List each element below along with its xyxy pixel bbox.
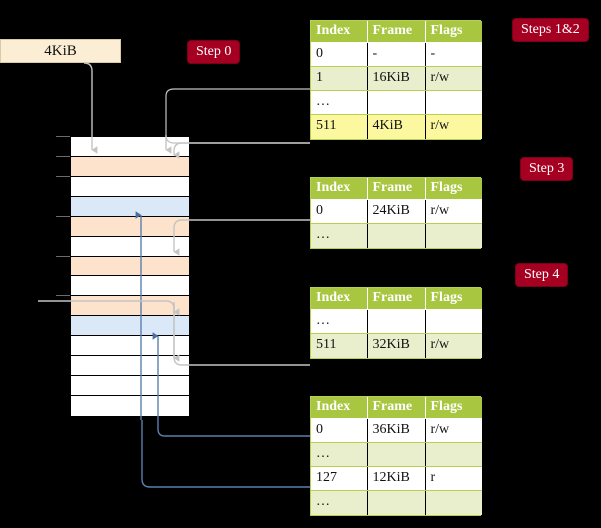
column-header-frame: Frame — [367, 288, 426, 310]
column-header-frame: Frame — [367, 178, 426, 200]
cell-flags — [425, 442, 482, 467]
column-header-index: Index — [311, 397, 368, 419]
cell-index: 1 — [311, 66, 368, 91]
cell-flags — [425, 223, 482, 248]
step-label-step-4: Step 4 — [516, 264, 568, 286]
cell-flags — [425, 309, 482, 334]
cell-index: 0 — [311, 418, 368, 443]
cell-frame — [367, 90, 426, 115]
cell-index: 127 — [311, 466, 368, 491]
cell-frame — [367, 309, 426, 334]
wire-step-4-b-row127 — [141, 420, 310, 488]
memory-frame-row — [71, 156, 189, 177]
memory-frame-row — [71, 296, 189, 317]
memory-frame-row — [71, 316, 189, 337]
memory-frame-row — [71, 396, 189, 416]
table-row: … — [311, 309, 482, 334]
cell-frame: - — [367, 42, 426, 67]
step-0-text: Step 0 — [196, 44, 232, 59]
step-4-text: Step 4 — [524, 267, 560, 282]
cell-flags: r/w — [425, 418, 482, 443]
table-row: … — [311, 223, 482, 248]
cell-frame: 24KiB — [367, 199, 426, 224]
cell-frame — [367, 223, 426, 248]
cell-index: … — [311, 490, 368, 515]
column-header-flags: Flags — [425, 397, 482, 419]
cell-frame: 12KiB — [367, 466, 426, 491]
memory-frame-row — [71, 376, 189, 397]
table-row: … — [311, 90, 482, 115]
cell-index: … — [311, 309, 368, 334]
memory-frame-row — [71, 236, 189, 257]
source-box-4kib: 4KiB — [0, 39, 121, 63]
column-header-flags: Flags — [425, 21, 482, 43]
cell-frame: 4KiB — [367, 114, 426, 139]
memory-frame-row — [71, 336, 189, 357]
cell-frame: 16KiB — [367, 66, 426, 91]
column-header-frame: Frame — [367, 21, 426, 43]
source-box-label: 4KiB — [44, 43, 77, 59]
table-row: … — [311, 490, 482, 515]
wire-step-3 — [173, 219, 310, 256]
column-header-frame: Frame — [367, 397, 426, 419]
cell-index: 511 — [311, 114, 368, 139]
table-row: … — [311, 442, 482, 467]
step-3-text: Step 3 — [529, 161, 565, 176]
column-header-index: Index — [311, 178, 368, 200]
memory-frame-row — [71, 356, 189, 377]
cell-flags: r/w — [425, 199, 482, 224]
cell-flags — [425, 90, 482, 115]
cell-frame — [367, 490, 426, 515]
cell-index: … — [311, 223, 368, 248]
memory-frame-row — [71, 137, 189, 157]
cell-index: 511 — [311, 333, 368, 358]
cell-flags: r/w — [425, 114, 482, 139]
table-row: 0-- — [311, 42, 482, 67]
memory-row-tick — [56, 255, 70, 257]
step-label-steps-1-2: Steps 1&2 — [513, 19, 588, 41]
memory-frame-row — [71, 216, 189, 237]
cell-index: … — [311, 442, 368, 467]
column-header-index: Index — [311, 21, 368, 43]
steps-1-2-text: Steps 1&2 — [521, 22, 580, 37]
cell-index: 0 — [311, 42, 368, 67]
column-header-flags: Flags — [425, 288, 482, 310]
column-header-index: Index — [311, 288, 368, 310]
memory-frame-row — [71, 256, 189, 277]
memory-row-tick — [56, 175, 70, 177]
memory-frame-row — [71, 176, 189, 197]
memory-row-tick — [56, 136, 70, 137]
memory-row-tick — [56, 215, 70, 217]
cell-frame — [367, 442, 426, 467]
step-label-step-0: Step 0 — [188, 41, 240, 63]
cell-flags — [425, 490, 482, 515]
memory-frame-row — [71, 276, 189, 297]
memory-row-tick — [56, 155, 70, 157]
cell-index: 0 — [311, 199, 368, 224]
physical-memory-column — [70, 136, 190, 416]
column-header-flags: Flags — [425, 178, 482, 200]
cell-frame: 32KiB — [367, 333, 426, 358]
step-label-step-3: Step 3 — [521, 158, 573, 180]
cell-frame: 36KiB — [367, 418, 426, 443]
cell-flags: r/w — [425, 333, 482, 358]
cell-flags: r — [425, 466, 482, 491]
memory-row-tick — [56, 295, 70, 297]
memory-frame-row — [71, 196, 189, 217]
wire-steps-1-2-branch — [173, 142, 310, 159]
cell-index: … — [311, 90, 368, 115]
cell-flags: - — [425, 42, 482, 67]
cell-flags: r/w — [425, 66, 482, 91]
